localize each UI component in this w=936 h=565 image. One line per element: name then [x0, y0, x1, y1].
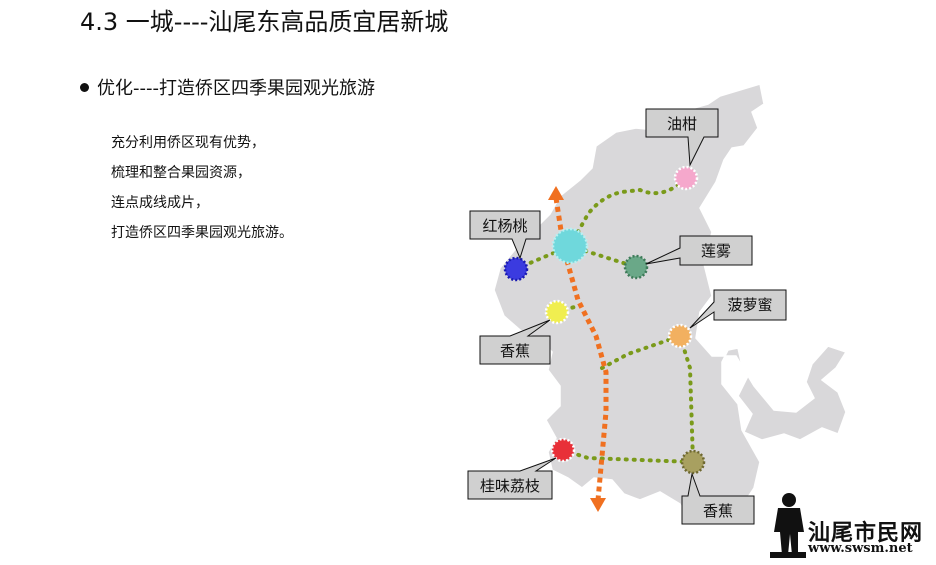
node-youjin [673, 165, 699, 191]
node-boluomi [667, 323, 693, 349]
page-title: 4.3 一城----汕尾东高品质宜居新城 [80, 8, 449, 36]
label-xiangjiao-left: 香蕉 [500, 342, 530, 360]
node-lianwu [623, 254, 649, 280]
body-line-4: 打造侨区四季果园观光旅游。 [111, 225, 293, 241]
route-orange-to-olive [678, 334, 695, 464]
bullet-dot [80, 82, 89, 92]
node-xiangjiao-bottom [680, 449, 706, 475]
label-hongyangtao: 红杨桃 [482, 217, 527, 235]
body-line-2: 梳理和整合果园资源， [111, 165, 251, 181]
callout-xiangjiao-left: 香蕉 [479, 319, 551, 365]
callouts: 油柑 红杨桃 莲雾 菠萝蜜 香蕉 桂味荔枝 香蕉 [467, 108, 787, 525]
node-hongyangtao [503, 256, 529, 282]
logo-url: www.swsm.net [808, 541, 913, 556]
callout-boluomi: 菠萝蜜 [689, 289, 787, 329]
axis-arrow-down [590, 498, 606, 512]
node-xiangjiao-left [544, 299, 570, 325]
logo-figure-icon [770, 493, 806, 558]
node-center [551, 227, 589, 265]
bullet-text: 优化----打造侨区四季果园观光旅游 [97, 78, 375, 99]
axis-arrow-up [548, 186, 564, 200]
label-youjin: 油柑 [667, 115, 697, 133]
label-lianwu: 莲雾 [701, 242, 731, 260]
callout-hongyangtao: 红杨桃 [469, 210, 541, 260]
district-land [493, 83, 848, 521]
route-cyan-to-pink [568, 176, 688, 248]
orchard-nodes [503, 165, 706, 475]
callout-youjin: 油柑 [645, 108, 719, 167]
label-xiangjiao-bottom: 香蕉 [703, 502, 733, 520]
route-axis-to-orange [600, 334, 682, 370]
body-line-3: 连点成线成片， [111, 195, 209, 211]
callout-guiweilizhi: 桂味荔枝 [467, 457, 557, 500]
logo-name: 汕尾市民网 [808, 520, 924, 546]
body-text: 充分利用侨区现有优势， 梳理和整合果园资源， 连点成线成片， 打造侨区四季果园观… [111, 128, 293, 248]
body-line-1: 充分利用侨区现有优势， [111, 135, 265, 151]
label-boluomi: 菠萝蜜 [727, 296, 772, 314]
label-guiweilizhi: 桂味荔枝 [480, 477, 540, 495]
callout-xiangjiao-bottom: 香蕉 [681, 472, 755, 525]
callout-lianwu: 莲雾 [645, 235, 753, 266]
main-axis-route [553, 197, 609, 501]
node-guiweilizhi [550, 437, 576, 463]
bullet-heading: 优化----打造侨区四季果园观光旅游 [80, 76, 375, 102]
